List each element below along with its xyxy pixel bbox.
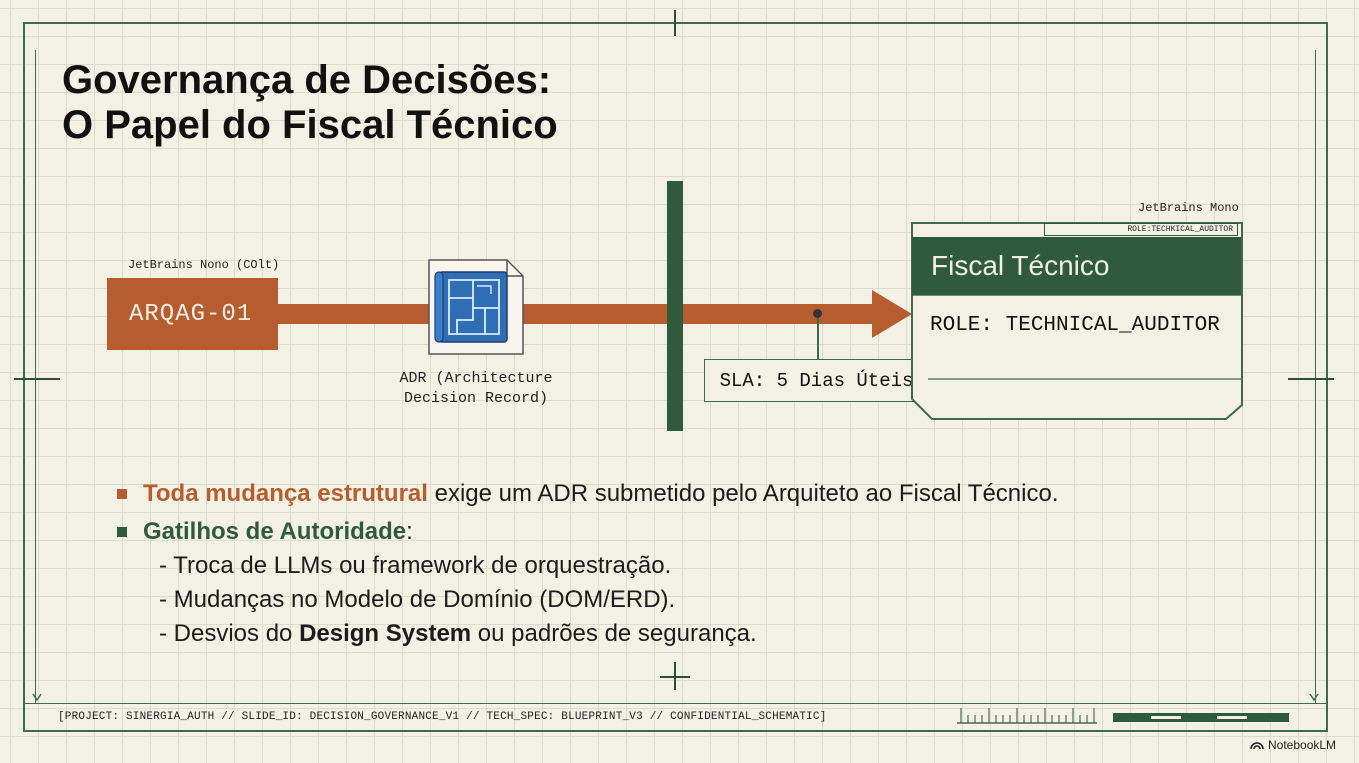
sub-item-text: - Mudanças no Modelo de Domínio (DOM/ERD… — [159, 586, 676, 613]
bullet-item: Gatilhos de Autoridade: — [115, 515, 1295, 549]
brand-label: NotebookLM — [1268, 738, 1337, 752]
footer-divider — [23, 703, 1328, 704]
right-crosshair-mark — [1288, 378, 1334, 380]
source-node-label: ARQAG-01 — [129, 300, 253, 328]
left-crosshair-mark — [14, 378, 60, 380]
sla-pin-dot — [813, 309, 822, 318]
source-font-note: JetBrains Nono (COlt) — [128, 258, 280, 272]
source-node-box: ARQAG-01 — [107, 278, 278, 350]
bullet-rest: exige um ADR submetido pelo Arquiteto ao… — [427, 480, 1059, 507]
target-font-note: JetBrains Mono — [1138, 201, 1239, 215]
bullet-lead: Toda mudança estrutural — [143, 480, 428, 507]
flow-arrow-head — [872, 290, 912, 338]
top-crosshair-mark — [674, 10, 676, 36]
slide-title: Governança de Decisões: O Papel do Fisca… — [62, 58, 558, 147]
approval-gate-bar — [667, 181, 683, 431]
target-card-header: Fiscal Técnico — [912, 237, 1241, 295]
bullet-rest: : — [406, 518, 413, 545]
sub-item: - Mudanças no Modelo de Domínio (DOM/ERD… — [115, 583, 1295, 617]
ruler-scale-icon — [957, 708, 1097, 724]
bullet-text: Toda mudança estrutural exige um ADR sub… — [143, 480, 1059, 508]
sla-connector-line — [817, 313, 819, 359]
sub-item-text: - Desvios do — [159, 620, 300, 647]
sla-label: SLA: 5 Dias Úteis — [719, 369, 914, 392]
adr-label: ADR (Architecture Decision Record) — [399, 370, 553, 407]
bullet-item: Toda mudança estrutural exige um ADR sub… — [115, 477, 1295, 511]
right-down-arrow-icon — [1309, 693, 1319, 702]
target-card-title: Fiscal Técnico — [931, 250, 1110, 281]
inner-frame — [35, 50, 1316, 703]
sub-item-bold: Design System — [299, 620, 472, 647]
bullet-square-icon — [117, 489, 127, 499]
sub-item-text: - Troca de LLMs ou framework de orquestr… — [159, 552, 672, 579]
bullet-text: Gatilhos de Autoridade: — [143, 518, 413, 546]
bullet-lead: Gatilhos de Autoridade — [143, 518, 407, 545]
footer-metadata: [PROJECT: SINERGIA_AUTH // SLIDE_ID: DEC… — [58, 711, 827, 723]
sub-item: - Desvios do Design System ou padrões de… — [115, 617, 1295, 651]
bullet-list: Toda mudança estrutural exige um ADR sub… — [115, 477, 1295, 651]
sub-item: - Troca de LLMs ou framework de orquestr… — [115, 549, 1295, 583]
bullet-square-icon — [117, 527, 127, 537]
brand-badge: NotebookLM — [1250, 738, 1336, 752]
flow-arrow-shaft — [276, 304, 876, 324]
scale-bar-icon — [1113, 713, 1289, 722]
notebooklm-logo-icon — [1250, 742, 1264, 750]
sla-callout: SLA: 5 Dias Úteis — [704, 359, 929, 402]
left-down-arrow-icon — [32, 693, 42, 702]
target-role-tag: ROLE:TECHKICAL_AUDITOR — [1044, 223, 1238, 236]
bottom-crosshair-mark-h — [660, 676, 690, 678]
outer-frame — [23, 22, 1328, 732]
sub-item-text-after: ou padrões de segurança. — [471, 620, 757, 647]
target-card-role: ROLE: TECHNICAL_AUDITOR — [930, 314, 1220, 337]
blueprint-document-icon — [428, 259, 524, 355]
